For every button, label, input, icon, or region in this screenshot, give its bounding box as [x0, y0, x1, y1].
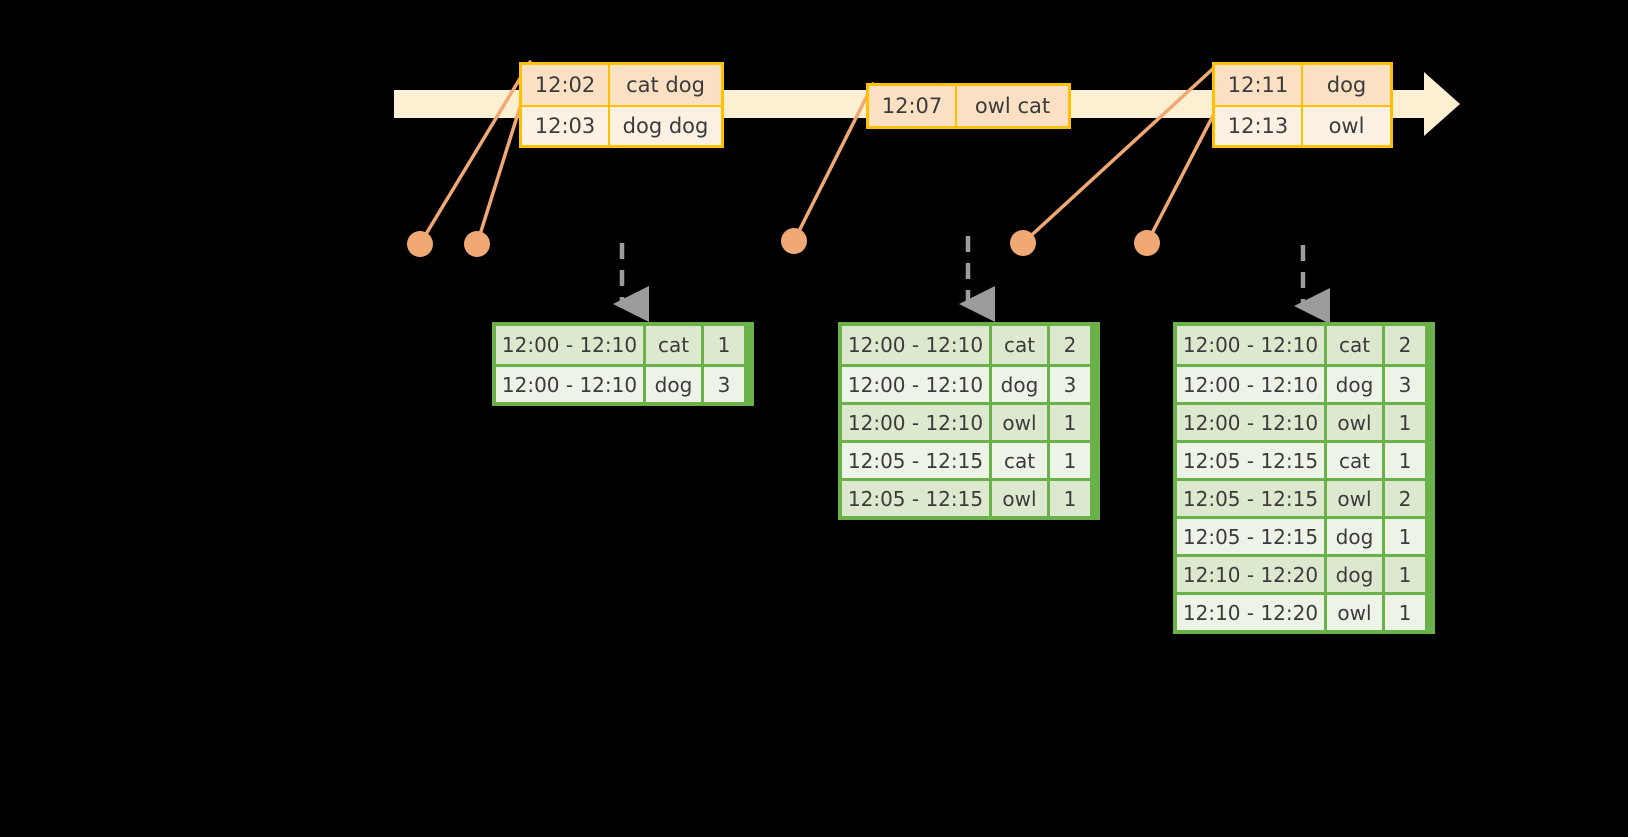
event-dot [781, 228, 807, 254]
cell-window-range: 12:05 - 12:15 [1177, 519, 1327, 554]
cell-word: owl [1327, 405, 1385, 440]
cell-count: 3 [1385, 367, 1425, 402]
cell-count: 1 [704, 326, 744, 364]
cell-word: owl [992, 405, 1050, 440]
cell-window-range: 12:05 - 12:15 [1177, 443, 1327, 478]
cell-count: 1 [1385, 557, 1425, 592]
cell-word: dog [646, 367, 704, 402]
cell-count: 2 [1385, 481, 1425, 516]
cell-window-range: 12:10 - 12:20 [1177, 595, 1327, 630]
cell-count: 1 [1385, 595, 1425, 630]
cell-count: 1 [1050, 481, 1090, 516]
event-payload-text: cat dog [610, 65, 721, 105]
event-payload-text: owl cat [957, 86, 1068, 126]
cell-word: dog [1327, 367, 1385, 402]
cell-word: owl [1327, 595, 1385, 630]
event-connector-line [418, 60, 532, 246]
cell-word: cat [646, 326, 704, 364]
event-dot [1010, 230, 1036, 256]
cell-count: 3 [1050, 367, 1090, 402]
cell-word: cat [1327, 326, 1385, 364]
cell-count: 1 [1385, 443, 1425, 478]
event-connector-line [475, 102, 523, 246]
cell-window-range: 12:00 - 12:10 [1177, 405, 1327, 440]
dashed-arrows [613, 236, 1330, 324]
cell-window-range: 12:00 - 12:10 [842, 367, 992, 402]
event-payload-text: dog dog [610, 107, 721, 145]
event-timestamp: 12:02 [522, 65, 610, 105]
cell-word: dog [1327, 519, 1385, 554]
cell-window-range: 12:05 - 12:15 [1177, 481, 1327, 516]
event-dot [1134, 230, 1160, 256]
event-timestamp: 12:03 [522, 107, 610, 145]
event-connector-line [1145, 104, 1220, 245]
event-timestamp: 12:11 [1215, 65, 1303, 105]
cell-window-range: 12:00 - 12:10 [842, 326, 992, 364]
cell-word: dog [1327, 557, 1385, 592]
event-dot [407, 231, 433, 257]
cell-window-range: 12:00 - 12:10 [496, 367, 646, 402]
event-payload-text: dog [1303, 65, 1390, 105]
cell-count: 1 [1385, 405, 1425, 440]
cell-word: dog [992, 367, 1050, 402]
event-dot [464, 231, 490, 257]
cell-count: 2 [1385, 326, 1425, 364]
cell-word: owl [1327, 481, 1385, 516]
cell-window-range: 12:00 - 12:10 [496, 326, 646, 364]
event-payload-text: owl [1303, 107, 1390, 145]
cell-count: 1 [1050, 405, 1090, 440]
cell-window-range: 12:05 - 12:15 [842, 443, 992, 478]
cell-count: 1 [1385, 519, 1425, 554]
cell-window-range: 12:00 - 12:10 [842, 405, 992, 440]
cell-word: owl [992, 481, 1050, 516]
cell-count: 2 [1050, 326, 1090, 364]
cell-count: 1 [1050, 443, 1090, 478]
cell-count: 3 [704, 367, 744, 402]
cell-word: cat [992, 326, 1050, 364]
cell-word: cat [1327, 443, 1385, 478]
event-timestamp: 12:13 [1215, 107, 1303, 145]
cell-window-range: 12:00 - 12:10 [1177, 367, 1327, 402]
event-connector-line [792, 82, 875, 243]
cell-window-range: 12:05 - 12:15 [842, 481, 992, 516]
event-dots [407, 228, 1160, 257]
event-timestamp: 12:07 [869, 86, 957, 126]
cell-window-range: 12:10 - 12:20 [1177, 557, 1327, 592]
cell-window-range: 12:00 - 12:10 [1177, 326, 1327, 364]
cell-word: cat [992, 443, 1050, 478]
